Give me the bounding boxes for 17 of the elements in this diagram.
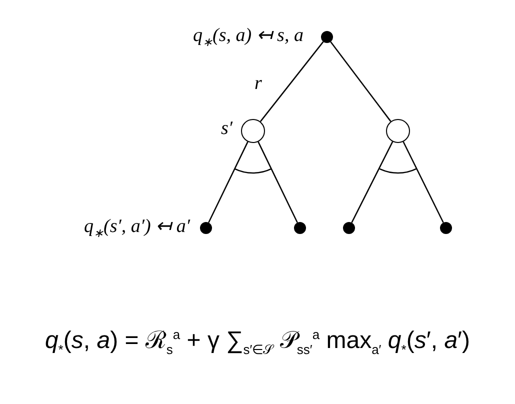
state-circle (241, 119, 265, 143)
backup-equation-label: q$_{∗}$(s′, a′) ↤ a′ (84, 217, 190, 239)
backup-line (208, 142, 248, 223)
bellman-equation: q$_{*}$(s, a) = ℛ$_{s}$$^{a}$ + γ ∑$_{s′∈𝒮}$ 𝒫$_{ss′}$$^{a}$ max$_{a′}$ q$_{*}$(s′, a′) (44, 326, 472, 358)
state-circle (386, 119, 410, 143)
backup-line (351, 141, 394, 223)
backup-line (258, 142, 298, 223)
backup-equation-label: q$_{∗}$(s, a) ↤ s, a (193, 26, 304, 48)
action-dot (200, 222, 212, 234)
action-dot (440, 222, 452, 234)
action-dot (321, 31, 333, 43)
backup-line (330, 41, 392, 122)
action-dot (343, 222, 355, 234)
state-label: s′ (221, 118, 233, 138)
backup-line (402, 141, 444, 223)
action-dot (294, 222, 306, 234)
backup-line (260, 41, 324, 122)
